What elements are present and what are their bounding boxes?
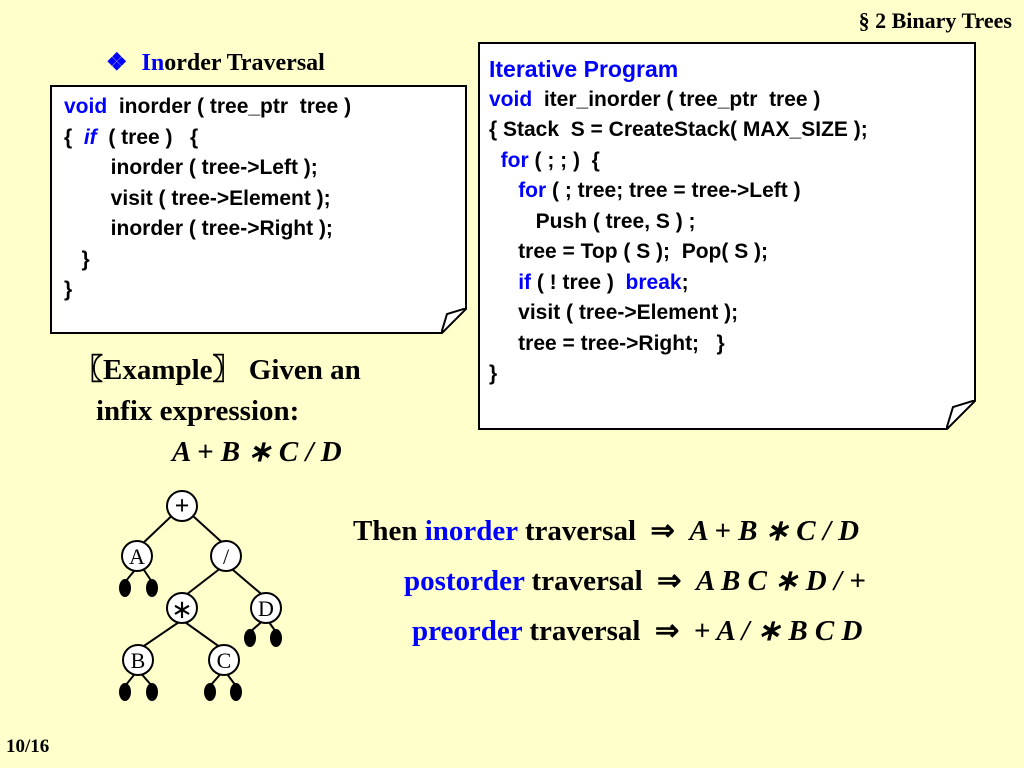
- implies-arrow-icon: ⇒: [654, 615, 680, 647]
- tree-label-divide: /: [223, 544, 230, 569]
- expression-tree: + A / ∗ D B C: [119, 490, 282, 701]
- heading-highlight: In: [141, 50, 165, 76]
- traversal-inorder: Then inorder traversal ⇒ A + B ∗ C / D: [353, 515, 860, 547]
- tree-node-c: [208, 644, 240, 676]
- recursive-code-box: void inorder ( tree_ptr tree ) { if ( tre…: [50, 85, 467, 334]
- tree-label-c: C: [217, 648, 232, 673]
- null-leaf-marker: [204, 683, 216, 701]
- code-line: }: [64, 278, 73, 301]
- example-line-1: 〖Example〗 Given an: [74, 354, 361, 386]
- null-leaf-marker: [119, 579, 131, 597]
- code-line: void inorder ( tree_ptr tree ): [64, 95, 352, 118]
- tree-node-root: [166, 490, 198, 522]
- null-leaf-marker: [119, 683, 131, 701]
- null-leaf-marker: [244, 629, 256, 647]
- null-leaf-marker: [146, 683, 158, 701]
- code-line: { if ( tree ) {: [64, 125, 199, 149]
- tree-node-a: [121, 540, 153, 572]
- example-expression: A + B ∗ C / D: [172, 436, 342, 468]
- section-title: § 2 Binary Trees: [858, 8, 1012, 33]
- code-line: }: [64, 247, 90, 271]
- code-line: for ( ; ; ) {: [500, 148, 600, 172]
- page-number: 10/16: [6, 736, 50, 757]
- code-line: Push ( tree, S ) ;: [489, 209, 696, 233]
- traversal-postorder: postorder traversal ⇒ A B C ∗ D / +: [404, 565, 866, 597]
- implies-arrow-icon: ⇒: [657, 565, 682, 597]
- code-line: tree = Top ( S ); Pop( S );: [489, 240, 769, 263]
- page-fold-icon: [441, 308, 467, 334]
- slide-heading: ❖ Inorder Traversal: [106, 48, 325, 77]
- page-fold-icon: [946, 400, 976, 430]
- iterative-code: Iterative Program void iter_inorder ( tre…: [489, 54, 868, 390]
- tree-label-d: D: [258, 596, 274, 621]
- code-line: tree = tree->Right; }: [489, 331, 725, 355]
- example-text: 〖Example〗 Given an infix expression: A +…: [74, 350, 361, 473]
- code-line: visit ( tree->Element );: [489, 301, 739, 324]
- tree-label-multiply: ∗: [171, 595, 193, 624]
- example-line-2: infix expression:: [96, 395, 300, 427]
- code-line: void iter_inorder ( tree_ptr tree ): [489, 87, 821, 111]
- tree-node-b: [122, 644, 154, 676]
- tree-node-multiply: [166, 592, 198, 624]
- heading-rest: order Traversal: [164, 50, 325, 76]
- code-line: { Stack S = CreateStack( MAX_SIZE );: [489, 118, 868, 141]
- traversal-preorder: preorder traversal ⇒ + A / ∗ B C D: [412, 615, 863, 647]
- code-line: for ( ; tree; tree = tree->Left ): [518, 179, 801, 202]
- recursive-code: void inorder ( tree_ptr tree ) { if ( tre…: [64, 92, 351, 306]
- iterative-code-box: Iterative Program void iter_inorder ( tre…: [478, 42, 976, 430]
- bullet-diamond-icon: ❖: [106, 50, 128, 76]
- code-line: inorder ( tree->Left );: [64, 156, 318, 179]
- tree-node-d: [250, 592, 282, 624]
- code-line: inorder ( tree->Right );: [64, 217, 333, 240]
- null-leaf-marker: [270, 629, 282, 647]
- iterative-title: Iterative Program: [489, 56, 679, 82]
- null-leaf-marker: [146, 579, 158, 597]
- implies-arrow-icon: ⇒: [650, 515, 675, 547]
- tree-label-root: +: [175, 491, 190, 520]
- tree-node-divide: [210, 540, 242, 572]
- tree-label-a: A: [129, 544, 145, 569]
- code-line: }: [489, 362, 498, 385]
- code-line: visit ( tree->Element );: [64, 186, 331, 210]
- code-line: if ( ! tree ) break;: [518, 270, 689, 294]
- null-leaf-marker: [230, 683, 242, 701]
- tree-label-b: B: [131, 648, 146, 673]
